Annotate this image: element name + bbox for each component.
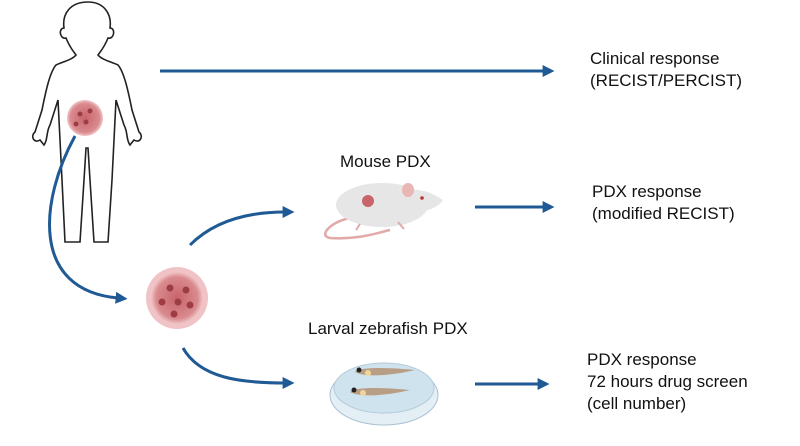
- zebrafish-dish-icon: [329, 362, 439, 426]
- zebrafish-pdx-title: Larval zebrafish PDX: [308, 319, 468, 338]
- mouse-response-line2: (modified RECIST): [592, 204, 735, 223]
- to-zebrafish-arrow: [181, 347, 295, 389]
- clinical-response-line2: (RECIST/PERCIST): [590, 71, 743, 90]
- mouse-pdx-title: Mouse PDX: [340, 152, 431, 171]
- mouse-response-label: PDX response (modified RECIST): [592, 181, 735, 225]
- biopsy-arrow: [48, 135, 128, 304]
- zebrafish-response-line2: 72 hours drug screen: [587, 372, 748, 391]
- child-figure-icon: [32, 1, 142, 243]
- clinical-response-line1: Clinical response: [590, 49, 720, 68]
- clinical-response-label: Clinical response (RECIST/PERCIST): [590, 48, 742, 92]
- mouse-response-line1: PDX response: [592, 182, 702, 201]
- zebrafish-response-line3: (cell number): [587, 394, 687, 413]
- zebrafish-response-line1: PDX response: [587, 350, 697, 369]
- tumor-cells-icon: [146, 267, 208, 329]
- patient-tumor-icon: [67, 100, 103, 136]
- to-mouse-arrow: [188, 206, 295, 247]
- mouse-icon: [324, 183, 443, 240]
- zebrafish-response-label: PDX response 72 hours drug screen (cell …: [587, 349, 748, 415]
